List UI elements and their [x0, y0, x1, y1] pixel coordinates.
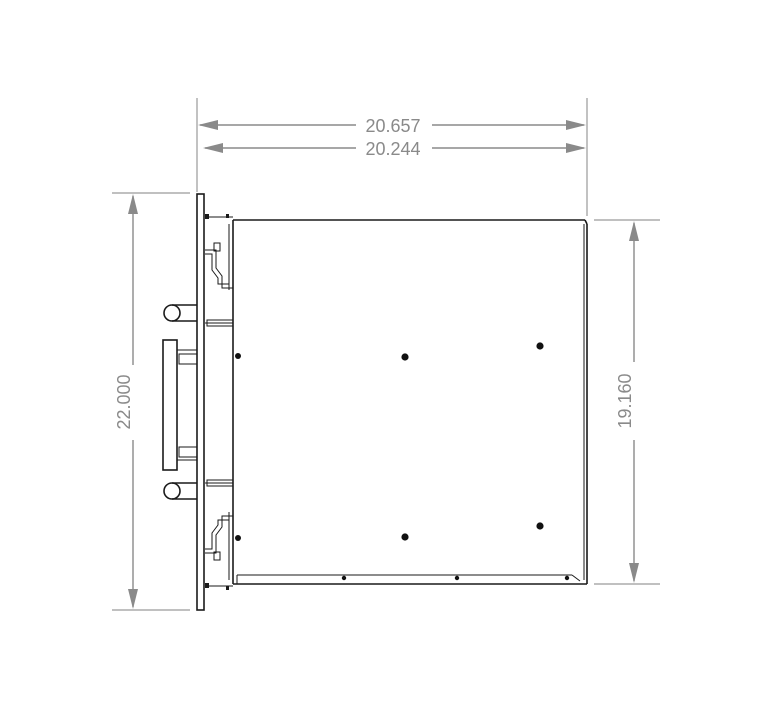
hole-icon [235, 535, 241, 541]
handle-assembly [162, 304, 198, 500]
mounting-holes [235, 342, 570, 581]
arrow-right-icon [566, 143, 586, 153]
hole-icon [454, 575, 460, 581]
hole-icon [564, 575, 570, 581]
hole-icon [341, 575, 347, 581]
arrow-left-icon [198, 120, 218, 130]
panel-detail [205, 214, 209, 219]
dimension-body-width: 20.244 [203, 139, 586, 159]
handle-grip [162, 339, 178, 471]
chassis-part [162, 193, 588, 611]
hole-icon [401, 533, 409, 541]
hole-icon [401, 353, 409, 361]
hole-icon [536, 342, 544, 350]
upper-bracket [205, 242, 234, 327]
hole-icon [235, 353, 241, 359]
enclosure-body [233, 219, 588, 585]
arrow-right-icon [566, 120, 586, 130]
dimension-overall-height: 22.000 [114, 194, 138, 609]
arrow-up-icon [629, 221, 639, 241]
panel-detail [226, 214, 229, 218]
arrow-left-icon [203, 143, 223, 153]
panel-detail [226, 586, 229, 590]
overall-width-label: 20.657 [365, 116, 420, 136]
dimension-overall-width: 20.657 [198, 116, 586, 136]
body-height-label: 19.160 [615, 373, 635, 428]
panel-detail [205, 583, 209, 588]
front-panel [196, 193, 205, 611]
arrow-up-icon [128, 194, 138, 214]
lower-knob [163, 482, 181, 500]
overall-height-label: 22.000 [114, 374, 134, 429]
hole-icon [536, 522, 544, 530]
extension-lines [112, 98, 660, 611]
arrow-down-icon [128, 589, 138, 609]
upper-knob [163, 304, 181, 322]
body-width-label: 20.244 [365, 139, 420, 159]
arrow-down-icon [629, 563, 639, 583]
dimension-body-height: 19.160 [615, 221, 639, 583]
lower-bracket [205, 479, 234, 561]
